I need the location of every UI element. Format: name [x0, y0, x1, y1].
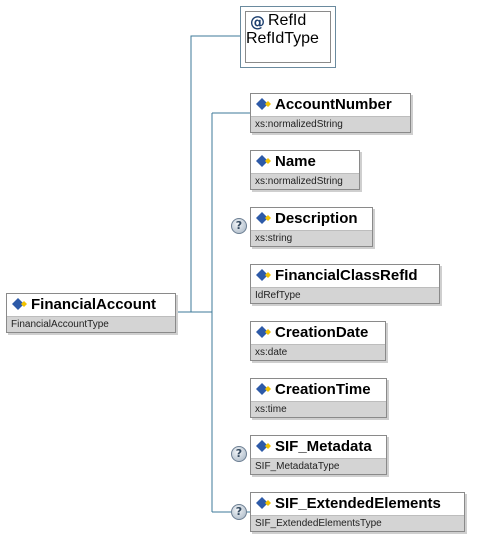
element-name: CreationDate [275, 324, 369, 341]
element-sif-extendedelements[interactable]: SIF_ExtendedElements SIF_ExtendedElement… [250, 492, 465, 532]
element-type: xs:normalizedString [251, 173, 359, 189]
root-name: FinancialAccount [31, 296, 157, 313]
element-description[interactable]: Description xs:string [250, 207, 373, 247]
element-creationdate[interactable]: CreationDate xs:date [250, 321, 386, 361]
element-name: Name [275, 153, 316, 170]
element-type: IdRefType [251, 287, 439, 303]
element-type: SIF_ExtendedElementsType [251, 515, 464, 531]
element-type: xs:time [251, 401, 386, 417]
element-icon [256, 155, 271, 167]
attribute-refid-inner: @ RefId RefIdType [245, 11, 331, 63]
element-type: xs:string [251, 230, 372, 246]
connector-root-attribute [176, 35, 240, 313]
element-icon [256, 497, 271, 509]
attribute-type: RefIdType [246, 30, 319, 47]
attribute-name: RefId [268, 12, 307, 29]
element-icon [256, 269, 271, 281]
root-type: FinancialAccountType [7, 316, 175, 332]
root-element-financialaccount[interactable]: FinancialAccount FinancialAccountType [6, 293, 176, 333]
element-name: SIF_ExtendedElements [275, 495, 441, 512]
element-accountnumber[interactable]: AccountNumber xs:normalizedString [250, 93, 411, 133]
element-icon [256, 326, 271, 338]
element-creationtime[interactable]: CreationTime xs:time [250, 378, 387, 418]
element-name[interactable]: Name xs:normalizedString [250, 150, 360, 190]
element-name: SIF_Metadata [275, 438, 372, 455]
optional-icon: ? [231, 504, 247, 520]
element-icon [256, 440, 271, 452]
optional-icon: ? [231, 218, 247, 234]
element-icon [256, 383, 271, 395]
element-icon [12, 298, 27, 310]
element-name: CreationTime [275, 381, 371, 398]
element-financialclassrefid[interactable]: FinancialClassRefId IdRefType [250, 264, 440, 304]
element-name: FinancialClassRefId [275, 267, 418, 284]
optional-icon: ? [231, 446, 247, 462]
element-icon [256, 98, 271, 110]
element-sif-metadata[interactable]: SIF_Metadata SIF_MetadataType [250, 435, 387, 475]
attribute-refid[interactable]: @ RefId RefIdType [240, 6, 336, 68]
element-name: Description [275, 210, 358, 227]
element-icon [256, 212, 271, 224]
attribute-icon: @ [250, 13, 265, 31]
element-name: AccountNumber [275, 96, 392, 113]
element-type: xs:date [251, 344, 385, 360]
element-type: xs:normalizedString [251, 116, 410, 132]
element-type: SIF_MetadataType [251, 458, 386, 474]
